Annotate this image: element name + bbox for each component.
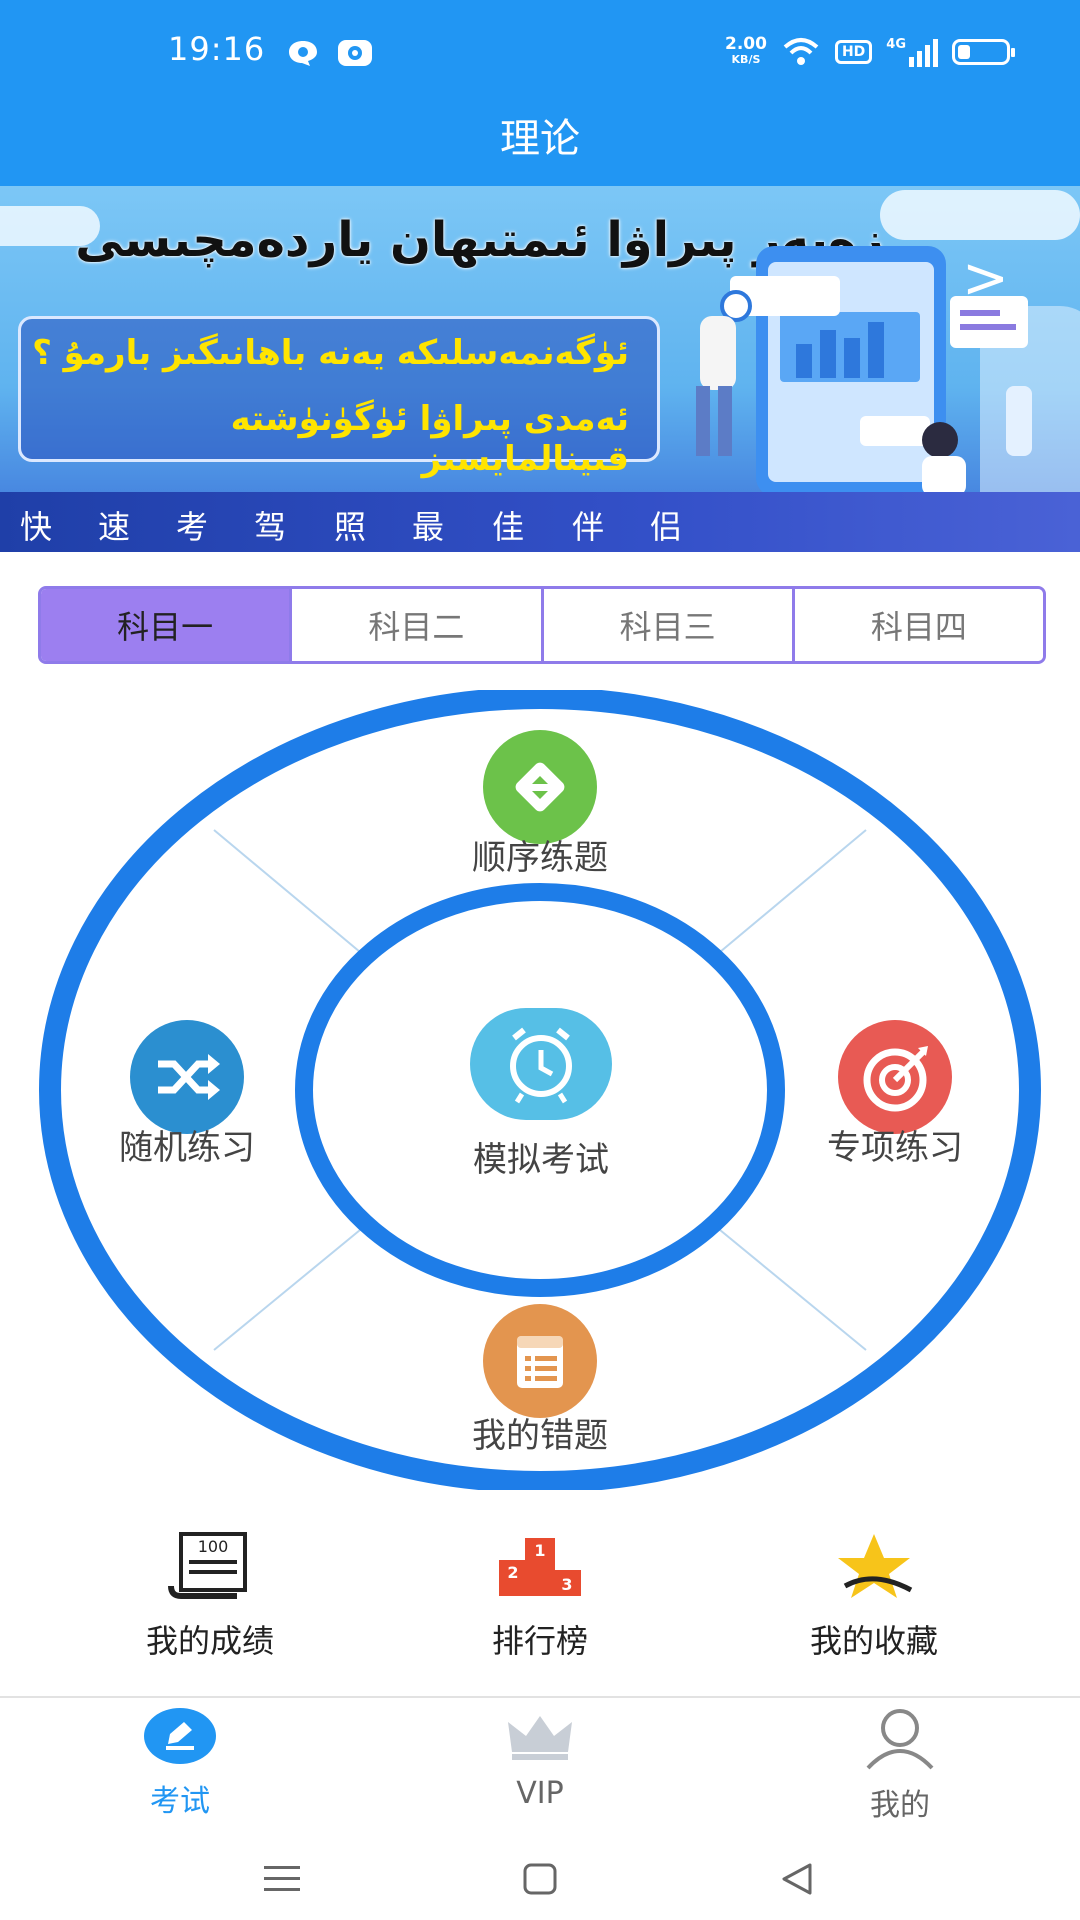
- banner-line-1: ئۈگەنمەسلىكە يەنە باھانىگىز بارمۇ ؟: [32, 333, 629, 373]
- crown-icon: [508, 1716, 572, 1760]
- score-sheet-icon: 100: [168, 1532, 247, 1599]
- menu-icon[interactable]: [262, 1864, 302, 1894]
- podium-first: 1: [534, 1541, 545, 1560]
- order-icon: [515, 762, 565, 812]
- home-icon[interactable]: [522, 1862, 558, 1896]
- slogan-char: 速: [98, 508, 131, 546]
- user-icon: [866, 1709, 934, 1770]
- slogan-char: 快: [20, 508, 53, 546]
- special-practice-label[interactable]: 专项练习: [827, 1128, 963, 1168]
- my-favorites-button[interactable]: 我的收藏: [724, 1530, 1024, 1662]
- slogan-char: 伴: [572, 508, 605, 546]
- banner-slogan: 快 速 考 驾 照 最 佳 伴 侣: [0, 492, 1080, 552]
- tab-subject-2[interactable]: 科目二: [289, 589, 541, 661]
- slogan-char: 最: [412, 508, 445, 546]
- signal-bar: [909, 57, 914, 67]
- nav-mine-label: 我的: [870, 1788, 930, 1823]
- exam-icon: [144, 1708, 216, 1764]
- cell-signal: 4G: [886, 37, 938, 67]
- random-practice-button[interactable]: [130, 1020, 244, 1134]
- page-title: 理论: [500, 116, 580, 162]
- status-bar: 19:16 2.00 KB/S HD 4G: [0, 0, 1080, 110]
- special-practice-button[interactable]: [838, 1020, 952, 1134]
- podium-second: 2: [507, 1563, 518, 1582]
- my-favorites-label: 我的收藏: [809, 1622, 938, 1660]
- nav-exam[interactable]: 考试: [80, 1706, 280, 1820]
- shuffle-icon: [158, 1054, 220, 1100]
- tab-subject-4[interactable]: 科目四: [791, 589, 1043, 661]
- slogan-char: 照: [334, 508, 367, 546]
- tab-subject-1[interactable]: 科目一: [41, 589, 290, 661]
- order-practice-label[interactable]: 顺序练题: [472, 838, 608, 878]
- signal-bar: [925, 45, 930, 67]
- system-navigation-bar: [0, 1826, 1080, 1920]
- nav-mine[interactable]: 我的: [800, 1706, 1000, 1824]
- slogan-char: 侣: [650, 508, 683, 546]
- signal-bar: [933, 39, 938, 67]
- notebook-icon: [517, 1336, 563, 1388]
- star-icon: [838, 1534, 913, 1598]
- leaderboard-label: 排行榜: [491, 1622, 588, 1660]
- phone-illustration-icon: [696, 246, 1032, 496]
- order-practice-button[interactable]: [483, 730, 597, 844]
- bottom-navigation: 考试 VIP 我的: [0, 1696, 1080, 1826]
- mock-exam-button[interactable]: [470, 1008, 612, 1120]
- score-badge: 100: [198, 1537, 229, 1556]
- subject-tabs: 科目一 科目二 科目三 科目四: [38, 586, 1046, 664]
- network-speed: 2.00 KB/S: [725, 36, 767, 68]
- nav-vip[interactable]: VIP: [440, 1706, 640, 1811]
- practice-wheel: 顺序练题 随机练习 模拟考试 专项练习: [0, 690, 1080, 1490]
- wifi-icon: [783, 38, 819, 65]
- leaderboard-button[interactable]: 2 1 3 排行榜: [390, 1530, 690, 1662]
- chat-bubble-icon: [289, 41, 317, 66]
- mock-exam-label[interactable]: 模拟考试: [473, 1140, 609, 1180]
- cloud-decoration: [880, 190, 1080, 240]
- nav-exam-label: 考试: [150, 1784, 210, 1819]
- wrong-questions-label[interactable]: 我的错题: [472, 1416, 608, 1456]
- status-time: 19:16: [168, 30, 266, 68]
- top-app-bar: 19:16 2.00 KB/S HD 4G: [0, 0, 1080, 186]
- banner-line-2: ئەمدى پىراۋا ئۈگۈنۈشتە قىينالمايسىز: [230, 399, 629, 479]
- random-practice-label[interactable]: 随机练习: [119, 1128, 255, 1168]
- podium-third: 3: [561, 1575, 572, 1594]
- slogan-char: 考: [176, 508, 209, 546]
- banner-headline: زەپەر پىراۋا ئىمتىھان ياردەمچىسى: [75, 212, 884, 268]
- alarm-clock-icon: [510, 1027, 572, 1104]
- slogan-char: 驾: [254, 508, 287, 546]
- podium-icon: 2 1 3: [499, 1538, 581, 1596]
- cell-type: 4G: [886, 37, 906, 52]
- my-scores-label: 我的成绩: [145, 1622, 274, 1660]
- signal-bar: [917, 51, 922, 67]
- banner-text-box: ئۈگەنمەسلىكە يەنە باھانىگىز بارمۇ ؟ ئەمد…: [18, 316, 660, 479]
- battery-icon: [952, 39, 1015, 65]
- network-speed-unit: KB/S: [731, 53, 761, 66]
- promo-banner[interactable]: زەپەر پىراۋا ئىمتىھان ياردەمچىسى > ئۈگەن…: [0, 186, 1080, 552]
- wrong-questions-button[interactable]: [483, 1304, 597, 1418]
- camera-app-icon: [338, 40, 372, 66]
- tab-subject-3[interactable]: 科目三: [540, 589, 792, 661]
- hd-badge: HD: [834, 40, 873, 64]
- nav-vip-label: VIP: [516, 1776, 564, 1811]
- my-scores-button[interactable]: 100 我的成绩: [60, 1530, 360, 1662]
- back-icon[interactable]: [778, 1862, 814, 1896]
- cloud-decoration: [0, 206, 100, 246]
- target-icon: [863, 1046, 928, 1112]
- slogan-char: 佳: [492, 508, 525, 546]
- status-right-group: 2.00 KB/S HD 4G: [725, 30, 1015, 74]
- network-speed-value: 2.00: [724, 34, 767, 54]
